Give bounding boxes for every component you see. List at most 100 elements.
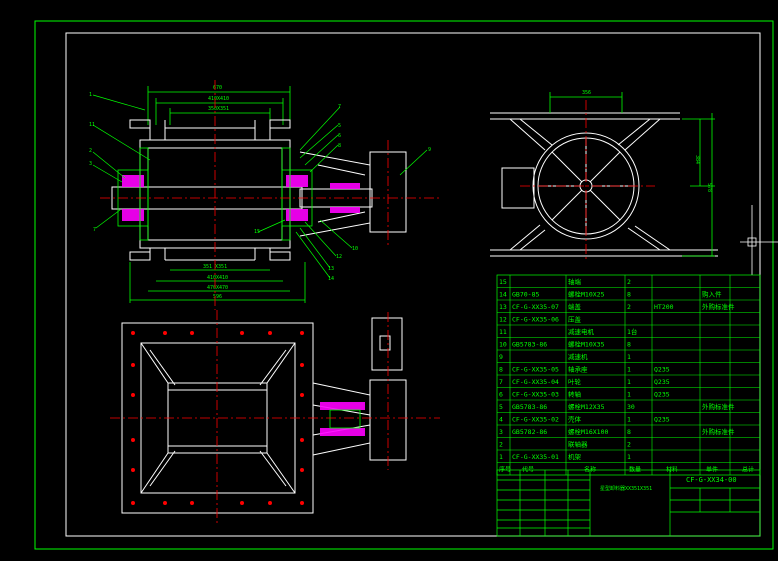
callout-1: 1 (89, 92, 92, 98)
bom-cell-note: 外购标准件 (702, 402, 735, 411)
callout-8: 8 (338, 143, 341, 149)
bom-cell-no: 15 (499, 278, 507, 286)
callout-11: 11 (89, 122, 95, 128)
bom-cell-qty: 1 (627, 353, 631, 361)
bom-cell-name: 壳体 (568, 415, 582, 424)
bom-cell-note: 外购标准件 (702, 427, 735, 436)
bom-cell-no: 6 (499, 391, 503, 399)
bom-cell-name: 螺栓M16X100 (568, 427, 608, 436)
bom-header-code: 代号 (522, 466, 534, 474)
title-block (496, 469, 761, 537)
bom-cell-no: 5 (499, 403, 503, 411)
callout-6: 6 (338, 133, 341, 139)
bom-cell-note: 外购标准件 (702, 302, 735, 311)
bom-cell-no: 12 (499, 316, 507, 324)
bom-cell-no: 13 (499, 303, 507, 311)
bom-cell-material: HT200 (654, 303, 674, 311)
bom-cell-code: CF-G-XX35-02 (512, 416, 559, 424)
dim-bottom-596: 596 (213, 294, 222, 300)
top-view (110, 310, 440, 525)
callout-9: 9 (428, 147, 431, 153)
bom-cell-code: CF-G-XX35-06 (512, 316, 559, 324)
drawing-number: CF-G-XX34-00 (686, 476, 737, 484)
bom-cell-name: 螺栓M10X35 (568, 340, 605, 349)
bom-cell-no: 10 (499, 341, 507, 349)
bom-cell-name: 螺栓M12X35 (568, 402, 605, 411)
bom-header-total: 总计 (742, 466, 754, 474)
bom-cell-name: 轴端 (568, 277, 582, 286)
dim-bottom-410: 410X410 (207, 275, 228, 281)
bom-header-material: 材料 (666, 466, 678, 474)
bom-cell-material: Q235 (654, 416, 670, 424)
bom-cell-no: 8 (499, 366, 503, 374)
bom-cell-code: CF-G-XX35-03 (512, 391, 559, 399)
bom-cell-name: 联轴器 (568, 440, 588, 449)
bom-cell-material: Q235 (654, 378, 670, 386)
bom-cell-code: CF-G-XX35-04 (512, 378, 559, 386)
dim-top-670: 670 (213, 85, 222, 91)
bom-cell-note: 购入件 (702, 290, 722, 299)
bom-cell-no: 9 (499, 353, 503, 361)
bom-cell-no: 2 (499, 441, 503, 449)
callout-10: 10 (352, 246, 358, 252)
callout-3: 3 (89, 161, 92, 167)
bom-cell-name: 减速机 (568, 352, 588, 361)
bom-cell-no: 11 (499, 328, 507, 336)
bom-cell-qty: 1 (627, 391, 631, 399)
bom-cell-qty: 1 (627, 416, 631, 424)
bom-cell-qty: 8 (627, 291, 631, 299)
bom-cell-qty: 2 (627, 278, 631, 286)
bom-cell-no: 4 (499, 416, 503, 424)
bom-cell-qty: 1 (627, 366, 631, 374)
dim-top-410: 410X410 (208, 96, 229, 102)
bom-cell-code: CF-G-XX35-01 (512, 453, 559, 461)
bom-cell-name: 减速电机 (568, 327, 595, 336)
bom-cell-no: 7 (499, 378, 503, 386)
bom-cell-code: GB5783-86 (512, 403, 547, 411)
bom-cell-qty: 1 (627, 378, 631, 386)
bom-cell-no: 3 (499, 428, 503, 436)
crosshair-cursor-icon (740, 205, 778, 275)
drawing-title: 星型卸料器XX351X351 (600, 485, 652, 492)
bom-cell-qty: 1台 (627, 327, 637, 336)
callout-7-left: 7 (93, 227, 96, 233)
bom-cell-qty: 2 (627, 441, 631, 449)
callout-15: 15 (254, 229, 260, 235)
bom-header-weight: 单件 (706, 466, 718, 474)
dim-bottom-470: 470X470 (207, 285, 228, 291)
bom-cell-qty: 30 (627, 403, 635, 411)
bom-cell-material: Q235 (654, 391, 670, 399)
bom-cell-code: GB5783-86 (512, 341, 547, 349)
bom-cell-material: Q235 (654, 366, 670, 374)
bom-cell-name: 螺栓M10X25 (568, 290, 605, 299)
bom-cell-name: 机架 (568, 452, 582, 461)
side-dim-578: 578 (706, 183, 712, 192)
bom-cell-name: 端盖 (568, 302, 582, 311)
bom-header-qty: 数量 (629, 466, 641, 474)
bom-cell-code: GB70-85 (512, 291, 539, 299)
dim-top-351: 350X351 (208, 106, 229, 112)
bom-header-no: 序号 (499, 466, 511, 474)
callout-13: 13 (328, 266, 334, 272)
bom-cell-no: 14 (499, 291, 507, 299)
callout-14: 14 (328, 276, 334, 282)
callout-5: 5 (338, 123, 341, 129)
bom-cell-name: 叶轮 (568, 377, 582, 386)
bom-cell-qty: 8 (627, 428, 631, 436)
side-view: 356 384 578 (490, 90, 778, 275)
callout-2: 2 (89, 148, 92, 154)
side-dim-356: 356 (582, 90, 591, 96)
bom-cell-code: CF-G-XX35-07 (512, 303, 559, 311)
bom-cell-name: 转轴 (568, 390, 582, 399)
bom-cell-code: CF-G-XX35-05 (512, 366, 559, 374)
bom-cell-name: 轴承座 (568, 365, 588, 374)
side-dim-384: 384 (694, 155, 700, 164)
bom-cell-qty: 8 (627, 341, 631, 349)
bom-cell-name: 压盖 (568, 315, 582, 324)
callout-12: 12 (336, 254, 342, 260)
bom-cell-no: 1 (499, 453, 503, 461)
bom-cell-qty: 1 (627, 453, 631, 461)
callout-7: 7 (338, 104, 341, 110)
